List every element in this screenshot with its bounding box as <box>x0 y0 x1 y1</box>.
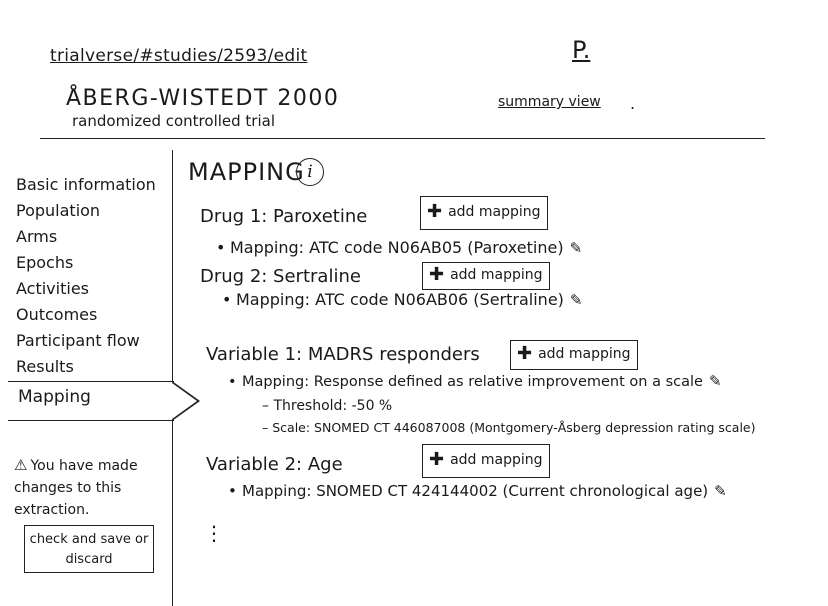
study-title: ÅBERG-WISTEDT 2000 <box>66 86 340 111</box>
drug-2-mapping-text: Mapping: ATC code N06AB06 (Sertraline) <box>236 290 564 309</box>
summary-view-link[interactable]: summary view <box>498 94 601 110</box>
more-items-ellipsis: ⋮ <box>204 521 224 545</box>
edit-icon[interactable]: ✎ <box>708 372 722 390</box>
drug-1-heading: Drug 1: Paroxetine <box>200 206 368 227</box>
variable-1-heading: Variable 1: MADRS responders <box>206 344 480 365</box>
drug-2-heading: Drug 2: Sertraline <box>200 266 361 287</box>
add-mapping-button-drug-1[interactable]: ✚ add mapping <box>420 196 548 230</box>
sidebar-item-activities[interactable]: Activities <box>16 279 89 298</box>
plus-icon: ✚ <box>429 264 445 285</box>
active-arrow-fill <box>172 383 197 419</box>
sidebar-item-outcomes[interactable]: Outcomes <box>16 305 98 324</box>
header-divider <box>40 138 765 139</box>
sidebar-item-participant-flow[interactable]: Participant flow <box>16 331 140 350</box>
edit-icon[interactable]: ✎ <box>714 482 727 500</box>
drug-1-mapping: •Mapping: ATC code N06AB05 (Paroxetine)✎ <box>216 238 583 257</box>
sidebar-nav: Basic information Population Arms Epochs… <box>16 172 176 380</box>
unsaved-changes-warning: ⚠You have made changes to this extractio… <box>14 454 164 521</box>
sidebar-active-highlight <box>8 381 174 421</box>
section-title: MAPPING <box>188 158 305 186</box>
plus-icon: ✚ <box>517 343 533 364</box>
sidebar-item-results[interactable]: Results <box>16 357 74 376</box>
info-icon[interactable]: i <box>296 158 324 186</box>
drug-2-mapping: •Mapping: ATC code N06AB06 (Sertraline)✎ <box>222 290 583 309</box>
variable-1-scale: – Scale: SNOMED CT 446087008 (Montgomery… <box>262 420 756 435</box>
warning-icon: ⚠ <box>14 456 28 474</box>
add-mapping-label: add mapping <box>448 204 541 220</box>
sidebar-item-epochs[interactable]: Epochs <box>16 253 74 272</box>
user-initial[interactable]: P. <box>572 36 591 64</box>
variable-1-threshold: – Threshold: -50 % <box>262 398 393 414</box>
sidebar-item-arms[interactable]: Arms <box>16 227 58 246</box>
edit-icon[interactable]: ✎ <box>569 291 583 309</box>
add-mapping-label: add mapping <box>450 452 543 468</box>
variable-1-mapping-text: Mapping: Response defined as relative im… <box>242 374 703 390</box>
study-subtitle: randomized controlled trial <box>72 112 275 130</box>
sidebar-item-population[interactable]: Population <box>16 201 101 220</box>
plus-icon: ✚ <box>427 201 443 222</box>
add-mapping-label: add mapping <box>538 346 631 362</box>
sidebar-item-basic-information[interactable]: Basic information <box>16 175 156 194</box>
variable-2-mapping: •Mapping: SNOMED CT 424144002 (Current c… <box>228 482 727 500</box>
add-mapping-button-variable-1[interactable]: ✚ add mapping <box>510 340 638 370</box>
add-mapping-button-drug-2[interactable]: ✚ add mapping <box>422 262 550 290</box>
variable-2-mapping-text: Mapping: SNOMED CT 424144002 (Current ch… <box>242 482 709 500</box>
add-mapping-button-variable-2[interactable]: ✚ add mapping <box>422 444 550 478</box>
sidebar-item-mapping[interactable]: Mapping <box>18 387 91 407</box>
warning-text: You have made changes to this extraction… <box>14 458 138 518</box>
variable-2-heading: Variable 2: Age <box>206 454 343 475</box>
check-and-save-button[interactable]: check and save or discard <box>24 525 154 573</box>
summary-dot: . <box>630 94 636 113</box>
drug-1-mapping-text: Mapping: ATC code N06AB05 (Paroxetine) <box>230 238 564 257</box>
sidebar-divider <box>172 150 173 606</box>
url-bar[interactable]: trialverse/#studies/2593/edit <box>50 46 308 66</box>
add-mapping-label: add mapping <box>450 267 543 283</box>
edit-icon[interactable]: ✎ <box>569 239 583 257</box>
plus-icon: ✚ <box>429 449 445 470</box>
variable-1-mapping: •Mapping: Response defined as relative i… <box>228 372 722 390</box>
